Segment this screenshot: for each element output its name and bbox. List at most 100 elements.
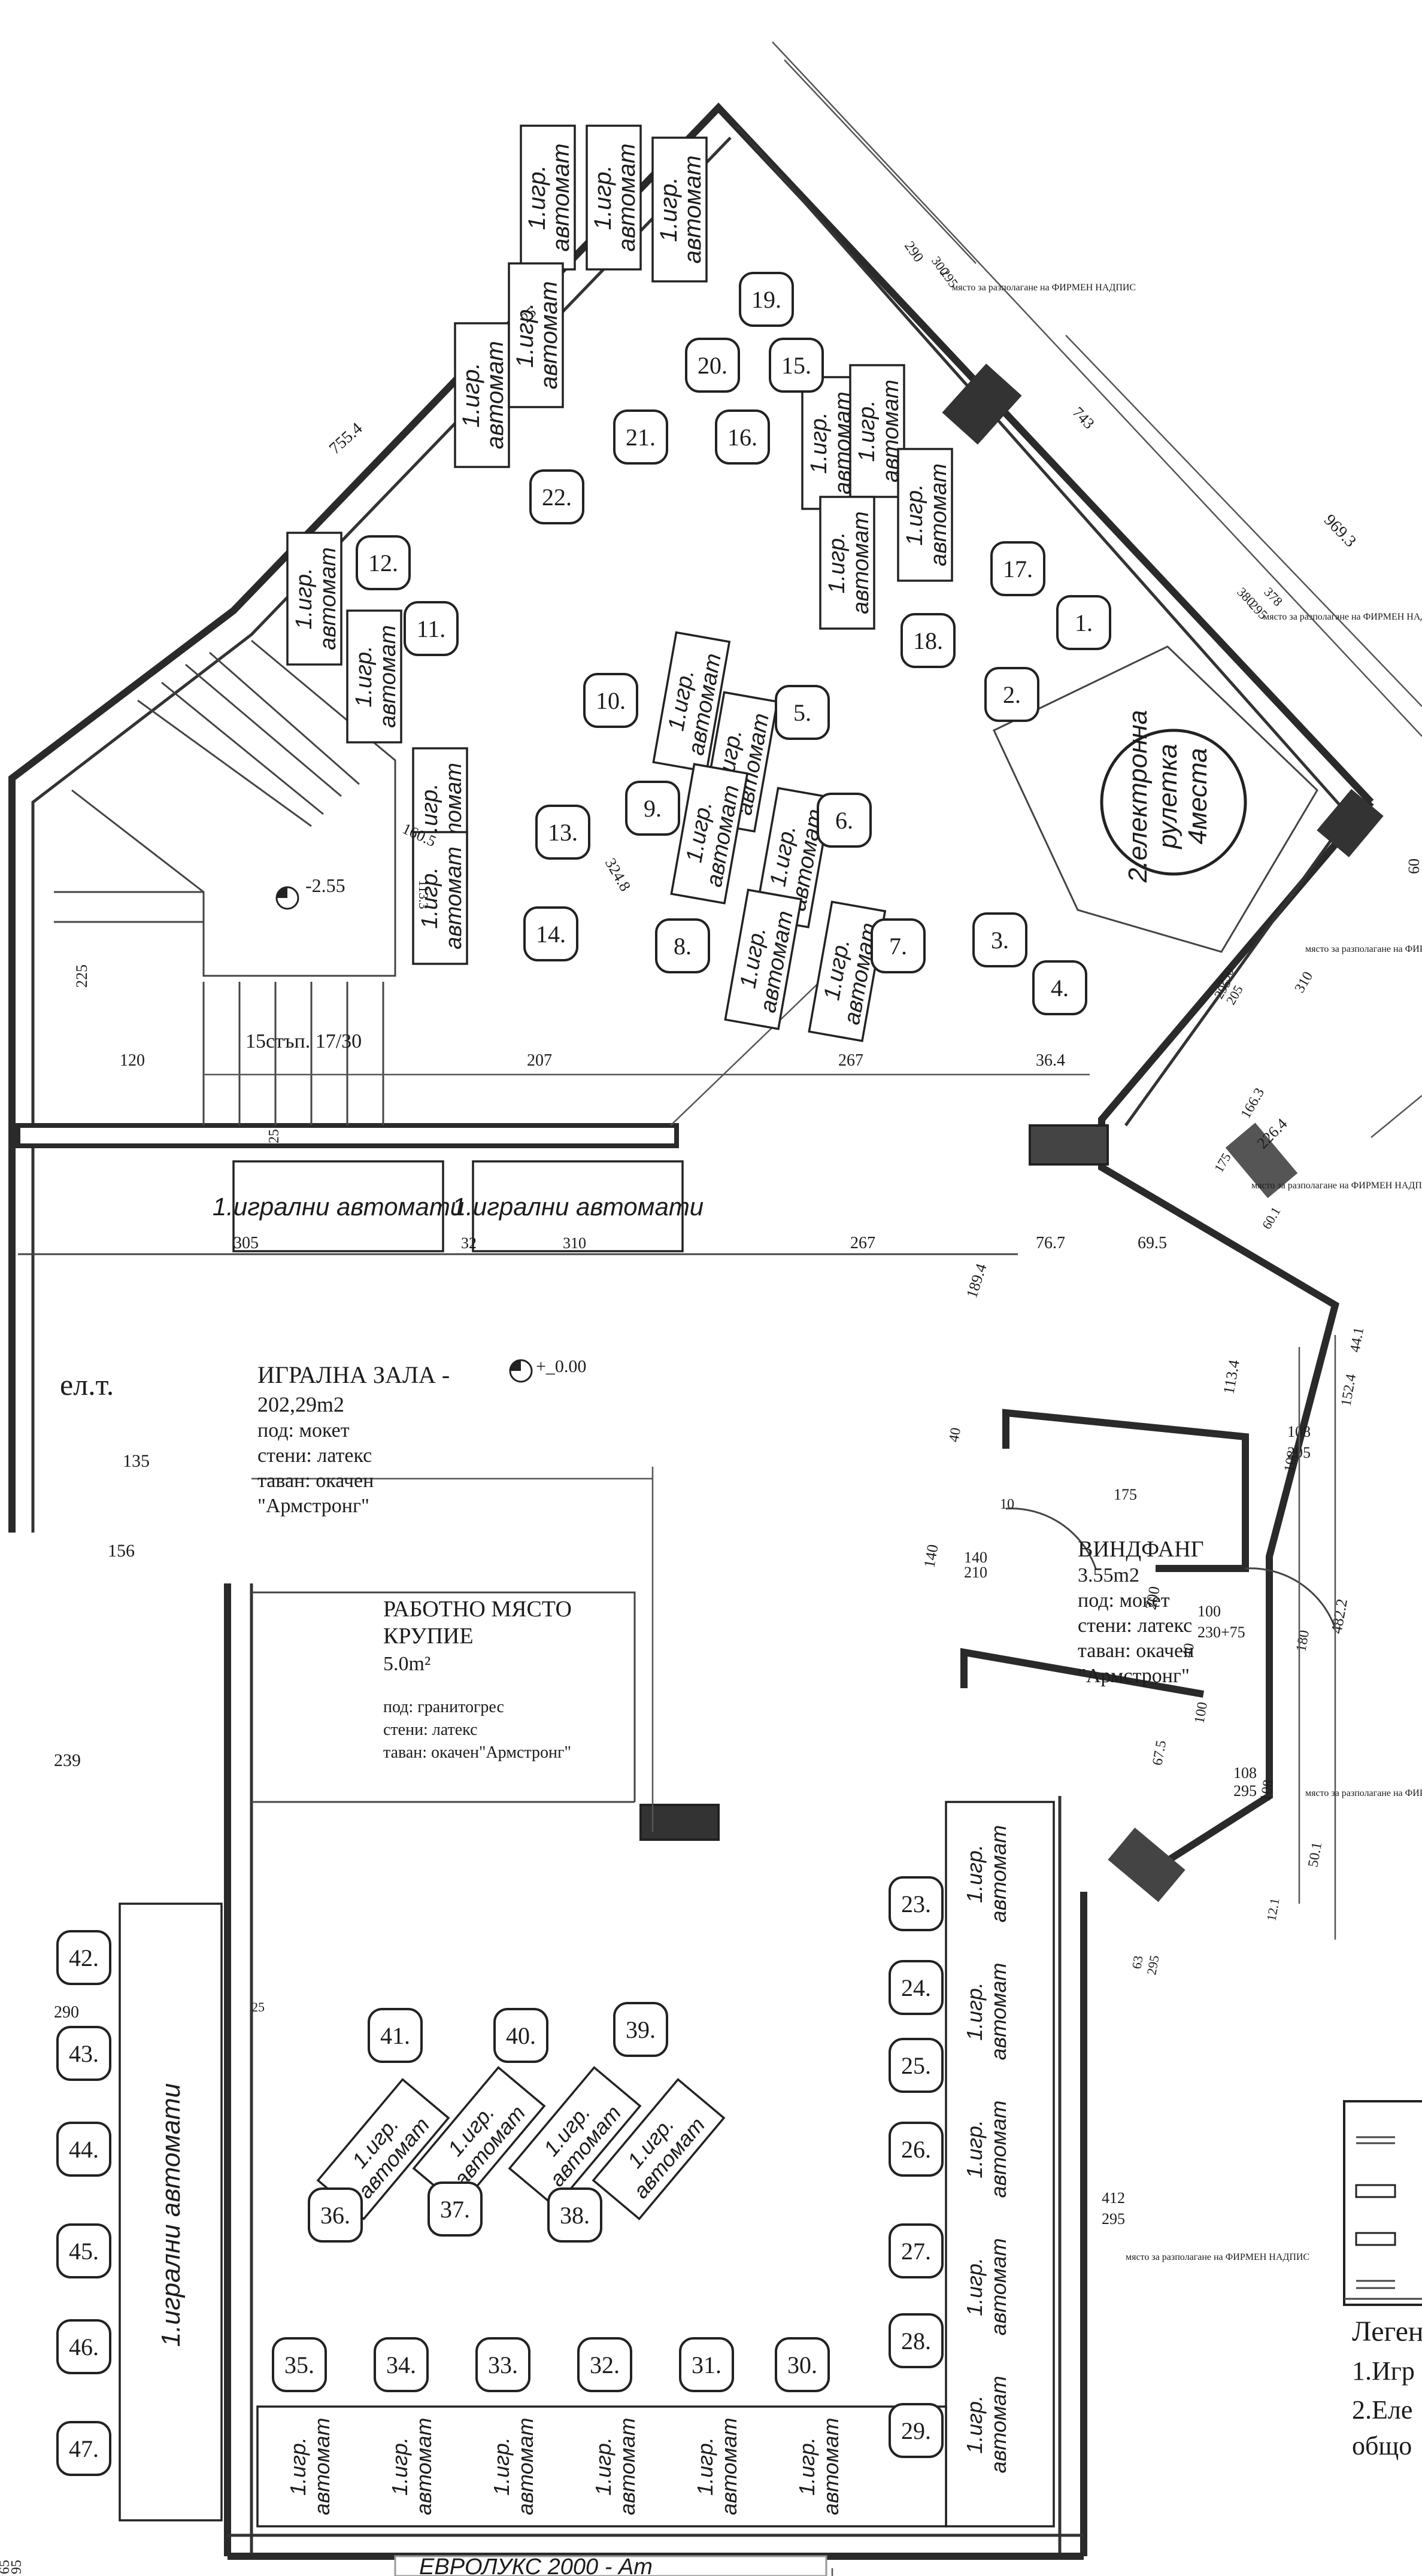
svg-text:14.: 14. [536, 921, 566, 948]
svg-text:автомат: автомат [717, 2418, 741, 2516]
svg-text:автомат: автомат [986, 2238, 1011, 2336]
seat-31: 31. [679, 2337, 734, 2392]
dimension-label: 120 [120, 1051, 145, 1070]
dimension-label: 152.4 [1338, 1373, 1359, 1407]
svg-text:автомат: автомат [310, 2418, 334, 2516]
svg-text:35.: 35. [284, 2352, 314, 2378]
svg-text:под: гранитогрес: под: гранитогрес [383, 1698, 504, 1716]
svg-text:1.игр.: 1.игр. [795, 2437, 819, 2496]
dimension-label: 175 [1211, 1150, 1234, 1175]
svg-text:автомат: автомат [680, 156, 706, 264]
svg-text:1.игр.: 1.игр. [962, 2258, 987, 2316]
svg-text:ел.т.: ел.т. [60, 1368, 114, 1401]
svg-text:автомат: автомат [482, 341, 508, 450]
svg-text:1.игр.: 1.игр. [962, 2120, 987, 2178]
svg-text:таван: окачен: таван: окачен [1078, 1640, 1194, 1662]
seat-43: 43. [56, 2026, 111, 2081]
seat-28: 28. [889, 2313, 944, 2368]
dimension-label: 32 [461, 1234, 477, 1252]
svg-text:26.: 26. [901, 2136, 931, 2163]
dimension-label: 50.1 [1305, 1841, 1325, 1868]
svg-text:място за разполагане на ФИРМЕН: място за разполагане на ФИРМЕН НАДПИС [1305, 1788, 1422, 1798]
dimension-label: 108 [1281, 1449, 1300, 1473]
svg-text:1.игр.: 1.игр. [824, 532, 850, 593]
svg-text:1.игр.: 1.игр. [656, 177, 682, 242]
dimension-label: 67.5 [1150, 1739, 1169, 1767]
svg-text:РАБОТНО МЯСТО: РАБОТНО МЯСТО [383, 1597, 572, 1622]
svg-text:41.: 41. [380, 2022, 410, 2049]
dimension-label: 189.4 [963, 1261, 990, 1300]
seat-39: 39. [613, 2002, 668, 2057]
seat-16: 16. [715, 409, 770, 465]
electronic-roulette: 2.електроннарулетка4места [993, 645, 1318, 953]
svg-text:37.: 37. [440, 2196, 470, 2223]
svg-text:автомат: автомат [986, 1963, 1011, 2061]
svg-text:28.: 28. [901, 2328, 931, 2354]
svg-text:18.: 18. [913, 627, 943, 654]
svg-text:1.игр.: 1.игр. [458, 363, 484, 428]
svg-text:38.: 38. [560, 2202, 590, 2229]
seat-37: 37. [427, 2181, 483, 2237]
svg-text:"Армстронг": "Армстронг" [1078, 1665, 1190, 1687]
dimension-label: 743 [1069, 403, 1098, 432]
svg-text:20.: 20. [698, 352, 727, 379]
dimension-label: 310 [1292, 969, 1317, 996]
seat-20: 20. [685, 338, 740, 393]
seat-21: 21. [613, 409, 668, 465]
dimension-label: 310 [563, 1234, 586, 1252]
seats: 1.2.3.4.5.6.7.8.9.10.11.12.13.14.15.16.1… [56, 272, 1111, 2476]
svg-text:1.игр.: 1.игр. [417, 867, 442, 929]
svg-text:32.: 32. [590, 2352, 620, 2378]
seat-41: 41. [368, 2008, 423, 2063]
dimension-label: 230+75 [1197, 1624, 1245, 1641]
seat-10: 10. [583, 673, 638, 728]
svg-text:2.: 2. [1003, 681, 1021, 708]
svg-text:3.: 3. [991, 927, 1009, 954]
svg-text:7.: 7. [889, 933, 907, 960]
svg-text:25.: 25. [901, 2052, 931, 2079]
seat-14: 14. [523, 906, 578, 961]
svg-text:1.игр.: 1.игр. [524, 165, 550, 230]
seat-13: 13. [535, 805, 590, 860]
svg-text:29.: 29. [901, 2417, 931, 2444]
svg-text:2.електроннарулетка4места: 2.електроннарулетка4места [1123, 710, 1212, 883]
dimension-label: 290 [54, 2003, 79, 2022]
svg-text:място за разполагане на ФИРМЕН: място за разполагане на ФИРМЕН НАДПИС [1126, 2252, 1309, 2262]
svg-text:40.: 40. [506, 2022, 536, 2049]
dimension-label: 113.3 [416, 880, 431, 909]
dimension-lines [772, 41, 1422, 2576]
svg-text:1.игр.: 1.игр. [512, 303, 538, 368]
seat-5: 5. [775, 685, 830, 740]
svg-text:таван: окачен: таван: окачен [257, 1470, 374, 1492]
svg-text:стени: латекс: стени: латекс [257, 1445, 372, 1467]
svg-text:автомат: автомат [986, 2376, 1011, 2474]
dimension-label: 40 [1180, 1642, 1197, 1659]
dimension-label: 12.1 [1263, 1897, 1282, 1922]
walls [8, 102, 1384, 2560]
dimension-label: 175 [1114, 1486, 1137, 1503]
seat-47: 47. [56, 2421, 111, 2476]
dimension-label: 113.4 [1220, 1358, 1243, 1395]
svg-text:21.: 21. [626, 424, 656, 451]
seat-4: 4. [1032, 960, 1087, 1015]
svg-text:място за разполагане на ФИРМЕН: място за разполагане на ФИРМЕН НАДПИС [952, 283, 1136, 293]
svg-text:8.: 8. [674, 933, 692, 960]
svg-text:1.игр.: 1.игр. [590, 165, 616, 230]
dimension-label: 25 [251, 1999, 265, 2014]
dimension-label: 239 [54, 1750, 81, 1770]
dimension-label: 100 [1191, 1701, 1211, 1725]
svg-text:1.игр.: 1.игр. [489, 2437, 514, 2496]
dimension-label: 60.1 [1259, 1204, 1284, 1232]
dimension-label: 65 [0, 2560, 13, 2574]
dimension-label: 135 [123, 1451, 150, 1471]
svg-text:13.: 13. [548, 819, 578, 846]
svg-text:1.игр.: 1.игр. [591, 2437, 616, 2496]
seat-45: 45. [56, 2223, 111, 2278]
svg-text:автомат: автомат [615, 2418, 639, 2516]
svg-text:17.: 17. [1003, 556, 1033, 582]
seat-38: 38. [547, 2187, 602, 2243]
svg-text:1.Игр: 1.Игр [1352, 2356, 1415, 2386]
svg-text:+_0.00: +_0.00 [536, 1357, 586, 1376]
dimension-label: 108 [1233, 1764, 1257, 1782]
svg-text:таван: окачен"Армстронг": таван: окачен"Армстронг" [383, 1743, 571, 1762]
